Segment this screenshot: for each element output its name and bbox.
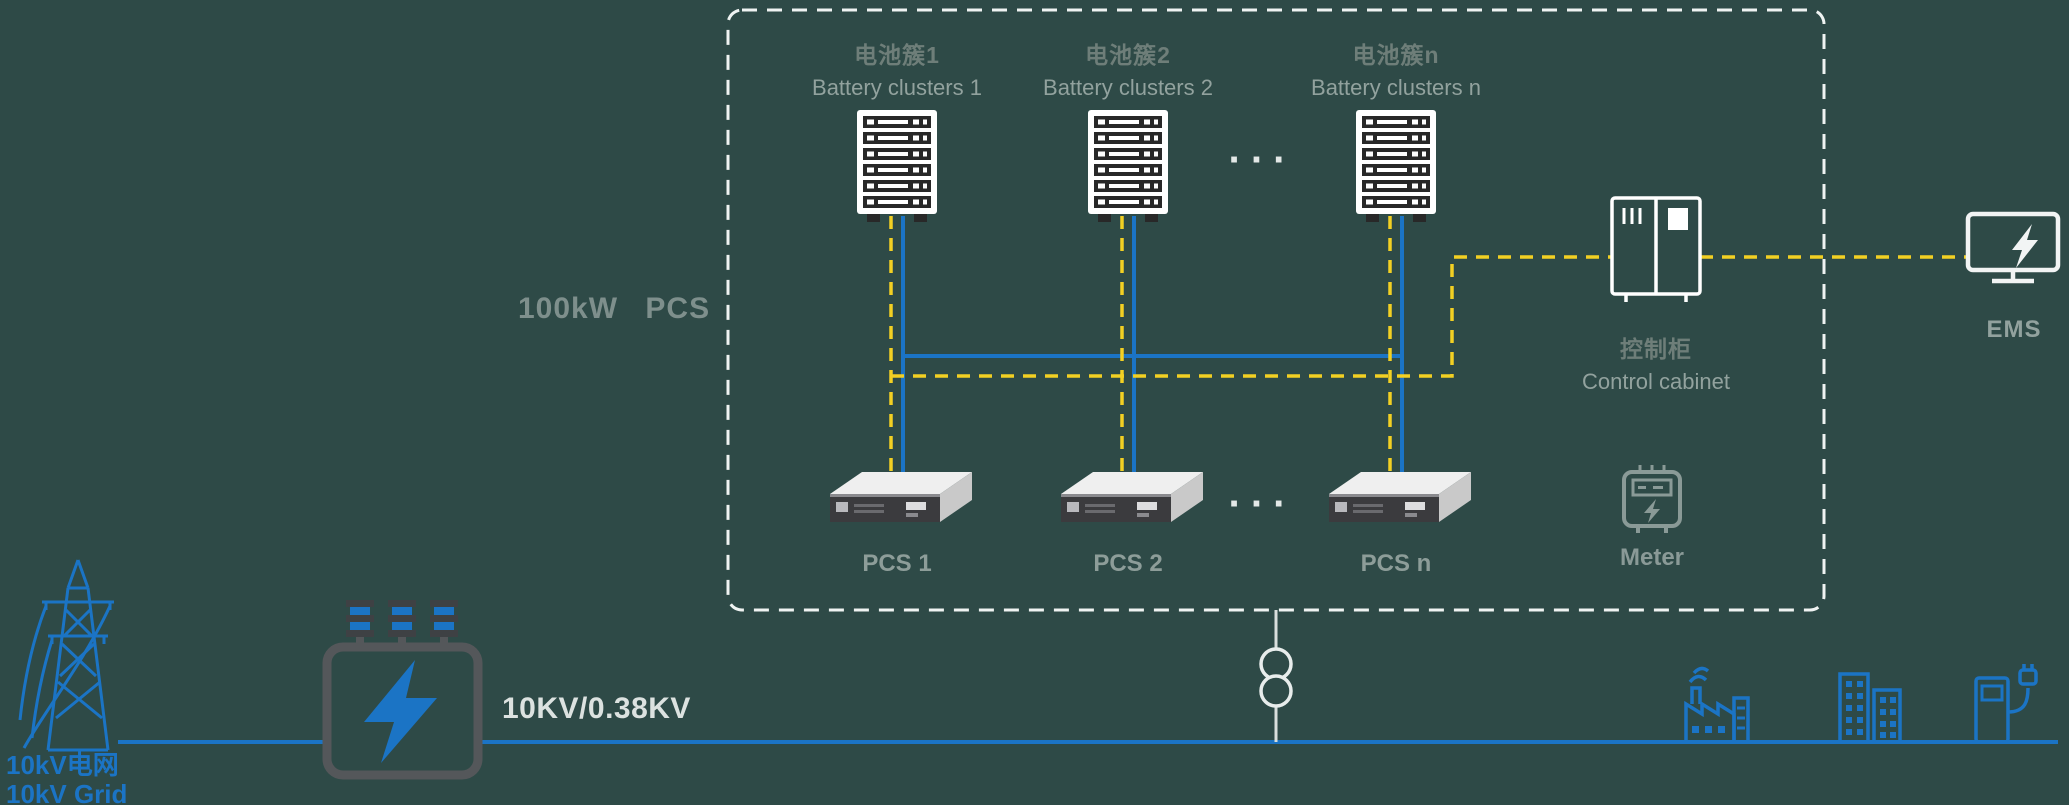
pcs-label-1: PCS 1 [862, 550, 932, 577]
battery-cluster-icon-1 [857, 110, 937, 222]
meter-label: Meter [1619, 544, 1685, 571]
cluster-label-n: 电池簇n Battery clusters n [1236, 36, 1556, 101]
transformer-icon [322, 600, 483, 780]
lightning-bolt-icon [364, 660, 437, 763]
transformer-ratio-label: 10KV/0.38KV [502, 692, 691, 725]
communication-lines [889, 216, 1966, 485]
control-cabinet-label-en: Control cabinet [1582, 369, 1730, 394]
pcs-label-2: PCS 2 [1093, 550, 1163, 577]
cluster-ellipsis: ··· [1228, 138, 1296, 182]
meter-icon [1622, 465, 1682, 533]
ems-monitor-icon [1965, 211, 2061, 284]
step-up-transformer-symbol [1259, 610, 1293, 742]
buildings-icon [1834, 672, 1906, 744]
control-cabinet-label: 控制柜 Control cabinet [1506, 330, 1806, 395]
grid-label-zh: 10kV电网 [6, 750, 119, 780]
control-cabinet-label-zh: 控制柜 [1620, 336, 1692, 362]
control-cabinet-icon [1610, 196, 1702, 302]
cluster-label-1: 电池簇1 Battery clusters 1 [737, 36, 1057, 101]
grid-tower-icon [18, 559, 114, 752]
cluster-label-2-en: Battery clusters 2 [1043, 75, 1213, 100]
pcs-label-n: PCS n [1360, 550, 1432, 577]
pcs-group-label: 100kW PCS [518, 292, 711, 325]
pcs-ellipsis: ··· [1228, 482, 1296, 526]
pcs-icon-2 [1061, 472, 1203, 522]
cluster-label-1-zh: 电池簇1 [854, 42, 940, 68]
ems-label: EMS [1986, 316, 2042, 343]
cluster-label-1-en: Battery clusters 1 [812, 75, 982, 100]
dc-power-lines [901, 216, 1404, 485]
system-boundary-box [726, 8, 1826, 612]
cluster-label-n-en: Battery clusters n [1311, 75, 1481, 100]
transformer-bushings [346, 600, 458, 647]
factory-icon [1680, 666, 1754, 744]
cluster-label-2: 电池簇2 Battery clusters 2 [968, 36, 1288, 101]
battery-cluster-icon-2 [1088, 110, 1168, 222]
grid-label-en: 10kV Grid [6, 779, 128, 805]
ev-charger-icon [1972, 664, 2038, 744]
pcs-icon-1 [830, 472, 972, 522]
grid-label: 10kV电网 10kV Grid [6, 752, 127, 805]
cluster-label-n-zh: 电池簇n [1352, 42, 1440, 68]
battery-cluster-icon-n [1356, 110, 1436, 222]
pcs-icon-n [1329, 472, 1471, 522]
cluster-label-2-zh: 电池簇2 [1085, 42, 1171, 68]
